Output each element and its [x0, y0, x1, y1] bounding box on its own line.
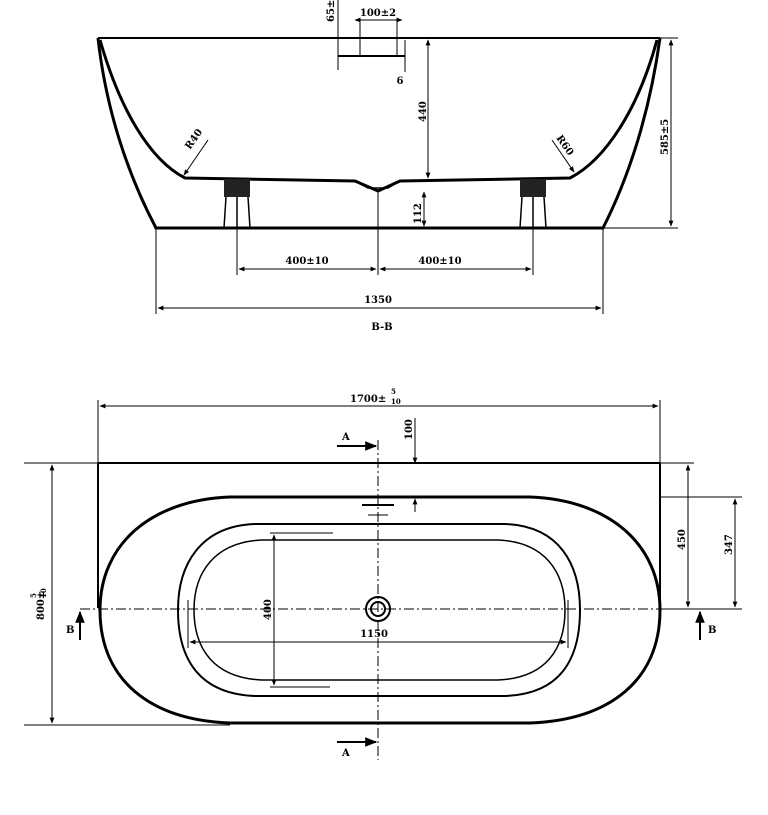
right-foot	[519, 196, 547, 229]
right-347-label: 347	[724, 534, 735, 555]
drain-inner-icon	[370, 601, 386, 617]
left-foot-pad	[224, 179, 250, 197]
drain-width-label: 100±2	[360, 8, 396, 19]
section-label: B-B	[371, 322, 392, 333]
section-mark-a-top: A	[341, 432, 350, 443]
section-view: 100±2 6 65± 440 112 585±5 R40 R60 400±10…	[96, 0, 678, 333]
overall-width-tol-upper: 5	[29, 593, 38, 598]
inner-length-label: 1150	[360, 629, 388, 640]
plan-view: 1700± 5 10 100 450 347 800± 5 10 400 115…	[24, 387, 742, 760]
overall-height-label: 585±5	[660, 119, 671, 155]
base-length-label: 1350	[364, 295, 392, 306]
plan-outer-outline	[98, 495, 662, 725]
plan-basin	[193, 539, 566, 681]
section-mark-a-bottom: A	[341, 748, 350, 759]
inner-width-label: 400	[263, 599, 274, 620]
radius-right-leader	[551, 139, 575, 173]
tub-inner-basin	[98, 39, 659, 193]
right-foot-span-label: 400±10	[418, 256, 461, 267]
plan-inner-rim	[176, 523, 582, 697]
section-mark-b-left: B	[66, 625, 74, 636]
overall-length-tol-upper: 5	[391, 387, 396, 396]
drain-section	[354, 180, 401, 189]
inner-depth-label: 440	[418, 101, 429, 122]
overall-width-tol-lower: 10	[39, 588, 48, 598]
overall-length-label: 1700±	[350, 394, 386, 405]
left-foot	[223, 196, 251, 229]
radius-left-leader	[183, 139, 209, 176]
overall-length-tol-lower: 10	[391, 397, 401, 406]
section-mark-b-right: B	[708, 625, 716, 636]
top-offset-label: 100	[404, 419, 415, 440]
left-foot-span-label: 400±10	[285, 256, 328, 267]
drain-depth-label: 6	[397, 76, 404, 87]
drain-offset-label: 65±	[326, 0, 337, 22]
right-450-label: 450	[677, 529, 688, 550]
drain-outer-icon	[365, 596, 391, 622]
foot-height-label: 112	[413, 203, 424, 224]
right-foot-pad	[520, 179, 546, 197]
overall-width-label: 800±	[36, 591, 47, 620]
tub-outer-shell	[96, 37, 662, 230]
radius-right-label: R60	[554, 133, 576, 158]
